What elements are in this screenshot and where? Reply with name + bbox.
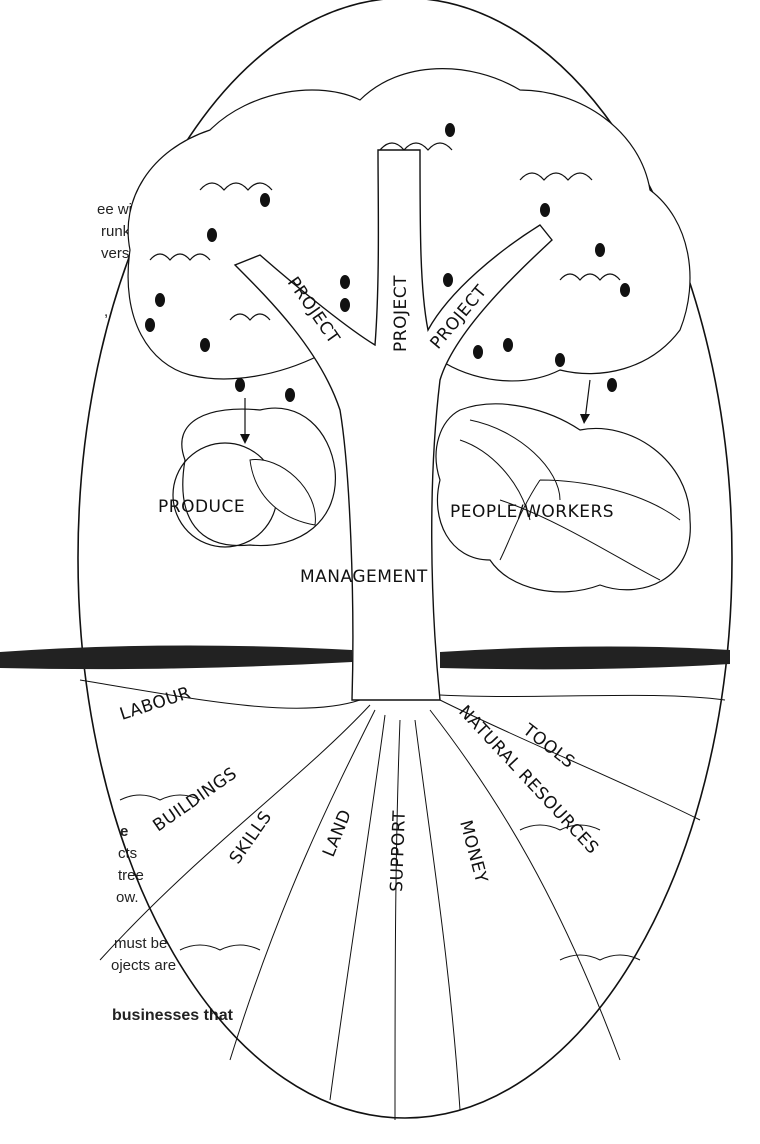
- root-label-buildings: BUILDINGS: [149, 764, 241, 837]
- root-label-support: SUPPORT: [387, 810, 410, 892]
- workers-bubble: [436, 404, 690, 592]
- roots: [80, 680, 725, 1120]
- people-workers-label: PEOPLE/WORKERS: [450, 502, 614, 522]
- branch-label: PROJECT: [391, 275, 411, 352]
- produce-label: PRODUCE: [158, 497, 245, 517]
- root-label-money: MONEY: [455, 818, 491, 885]
- root-label-labour: LABOUR: [117, 683, 193, 725]
- management-label: MANAGEMENT: [300, 567, 428, 587]
- root-label-skills: SKILLS: [226, 808, 277, 868]
